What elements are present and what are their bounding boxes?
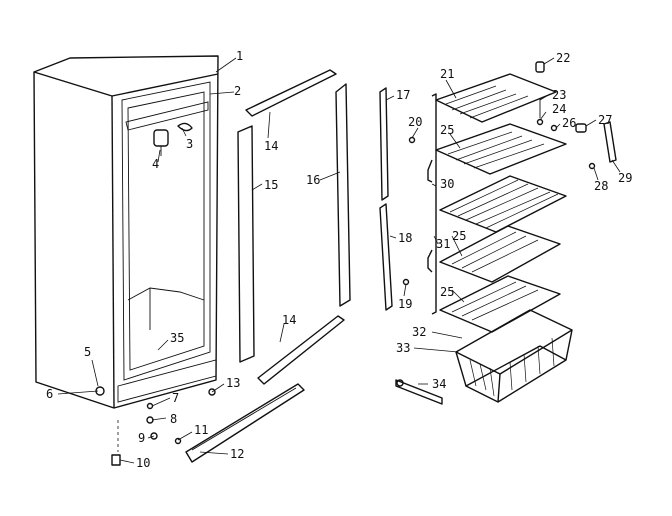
cabinet-shell (33, 55, 219, 409)
callout-12: 12 (230, 447, 244, 461)
callout-30: 30 (440, 177, 454, 191)
callout-11: 11 (194, 423, 208, 437)
basket-slide (395, 379, 443, 405)
callout-26: 26 (562, 116, 576, 130)
leader-lines (57, 57, 621, 464)
callout-31: 31 (436, 237, 450, 251)
callout-21: 21 (440, 67, 454, 81)
shelf-frame (427, 93, 437, 315)
callout-2: 2 (234, 84, 241, 98)
callout-35: 35 (170, 331, 184, 345)
callout-20: 20 (408, 115, 422, 129)
callout-4: 4 (152, 157, 159, 171)
callout-15: 15 (264, 178, 278, 192)
callout-14-bottom: 14 (282, 313, 296, 327)
callout-8: 8 (170, 412, 177, 426)
callout-25-a: 25 (440, 123, 454, 137)
callout-9: 9 (138, 431, 145, 445)
callout-25-b: 25 (452, 229, 466, 243)
callout-7: 7 (172, 391, 179, 405)
callout-14-top: 14 (264, 139, 278, 153)
callout-1: 1 (236, 49, 243, 63)
callout-18: 18 (398, 231, 412, 245)
callout-24: 24 (552, 102, 566, 116)
callout-34: 34 (432, 377, 446, 391)
callout-25-c: 25 (440, 285, 454, 299)
callout-13: 13 (226, 376, 240, 390)
callout-17: 17 (396, 88, 410, 102)
callout-16: 16 (306, 173, 320, 187)
callout-23: 23 (552, 88, 566, 102)
callout-10: 10 (136, 456, 150, 470)
callout-19: 19 (398, 297, 412, 311)
callout-29: 29 (618, 171, 632, 185)
shelf-hardware (402, 61, 617, 286)
wire-shelves (435, 73, 567, 333)
callout-3: 3 (186, 137, 193, 151)
kick-plate (185, 383, 305, 463)
callout-33: 33 (396, 341, 410, 355)
callout-6: 6 (46, 387, 53, 401)
wire-basket (455, 309, 573, 403)
callout-27: 27 (598, 113, 612, 127)
callout-28: 28 (594, 179, 608, 193)
callout-32: 32 (412, 325, 426, 339)
callout-5: 5 (84, 345, 91, 359)
door-gasket-strips (237, 69, 351, 385)
door-rails (379, 87, 393, 311)
callout-22: 22 (556, 51, 570, 65)
callouts: 1 2 3 4 5 6 7 8 9 10 11 12 13 14 14 15 1… (46, 49, 632, 470)
